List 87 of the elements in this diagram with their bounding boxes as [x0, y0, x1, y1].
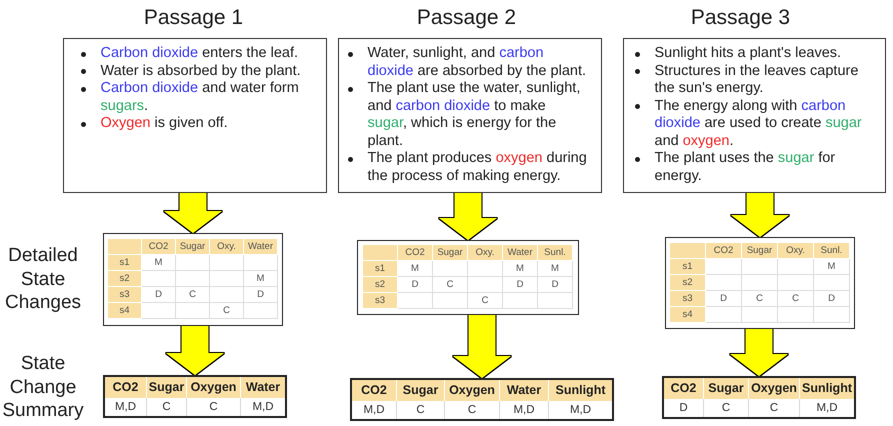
bullet-text: The plant use the water, sunlight, and carbon dioxide to make sugar, which is energy for the plant.: [368, 80, 582, 150]
header-corner-cell: [670, 243, 706, 259]
column-header-cell: CO2: [706, 243, 742, 259]
row-header-cell: s2: [363, 277, 398, 293]
bullet-text: Sunlight hits a plant's leaves.: [654, 45, 842, 62]
column-header-cell: Oxy.: [468, 245, 503, 261]
table-cell: C: [778, 291, 814, 307]
table-cell: D: [503, 277, 538, 293]
table-cell: D: [244, 287, 278, 303]
bullet-text: Oxygen is given off.: [100, 115, 229, 132]
header-corner-cell: [363, 245, 398, 261]
column-header-cell: Water: [500, 380, 549, 401]
table-cell: C: [742, 291, 778, 307]
bullet-text: Carbon dioxide enters the leaf.: [100, 45, 300, 62]
table-cell: M: [142, 255, 176, 271]
column-header-cell: Sunl.: [538, 245, 573, 261]
row-header-cell: s3: [670, 291, 706, 307]
column-header-cell: Sugar: [742, 243, 778, 259]
column-header-cell: Oxygen: [445, 380, 500, 401]
column-header-cell: Water: [503, 245, 538, 261]
row-header-cell: s1: [108, 255, 142, 271]
block-arrow: [453, 315, 511, 378]
column-header-cell: Water: [244, 239, 278, 255]
table-cell: M: [538, 261, 573, 277]
bullet-text: Structures in the leaves capture the sun's energy.: [654, 62, 860, 98]
row-header-cell: s2: [670, 275, 706, 291]
block-arrow: [164, 193, 222, 233]
summary-table: [350, 378, 614, 421]
block-arrow: [439, 193, 497, 240]
row-header-cell: s3: [108, 287, 142, 303]
row-header-cell: s4: [108, 303, 142, 319]
bullet-text: The plant produces oxygen during the process of making energy.: [368, 150, 588, 185]
table-cell: C: [176, 287, 210, 303]
passage-title: Passage 3: [690, 5, 790, 30]
bullet-text: The plant uses the sugar for energy.: [654, 150, 836, 185]
passage-title: Passage 1: [144, 5, 244, 30]
column-header-cell: Oxy.: [210, 239, 244, 255]
summary-table: [662, 376, 856, 419]
bullet-text: Carbon dioxide and water form sugars.: [100, 80, 300, 115]
column-header-cell: CO2: [398, 245, 433, 261]
table-cell: D: [142, 287, 176, 303]
table-cell: M: [244, 271, 278, 287]
column-header-cell: Oxy.: [778, 243, 814, 259]
table-cell: C: [468, 293, 503, 309]
passage-title: Passage 2: [416, 5, 516, 30]
column-header-cell: Sugar: [433, 245, 468, 261]
table-cell: M: [814, 259, 850, 275]
data-table: [103, 233, 283, 326]
row-header-cell: s1: [670, 259, 706, 275]
table-cell: D: [706, 291, 742, 307]
column-header-cell: Sugar: [176, 239, 210, 255]
column-header-cell: Oxygen: [187, 377, 241, 398]
column-header-cell: CO2: [105, 377, 147, 398]
column-header-cell: CO2: [664, 378, 704, 399]
column-header-cell: Sugar: [397, 380, 445, 401]
table-cell: M: [398, 261, 433, 277]
table-cell: D: [398, 277, 433, 293]
column-header-cell: Sugar: [704, 378, 749, 399]
table-cell: C: [433, 277, 468, 293]
bullet-text: Water is absorbed by the plant.: [100, 62, 302, 80]
data-table: [665, 237, 855, 329]
column-header-cell: CO2: [352, 380, 397, 401]
header-corner-cell: [108, 239, 142, 255]
block-arrow: [731, 193, 789, 237]
table-cell: M: [503, 261, 538, 277]
table-cell: D: [814, 291, 850, 307]
row-label: Detailed State Changes: [4, 244, 82, 314]
row-header-cell: s4: [670, 307, 706, 323]
table-cell: D: [538, 277, 573, 293]
column-header-cell: Sunl.: [814, 243, 850, 259]
column-header-cell: Sunlight: [800, 378, 854, 399]
column-header-cell: Water: [241, 377, 285, 398]
column-header-cell: CO2: [142, 239, 176, 255]
column-header-cell: Oxygen: [749, 378, 800, 399]
block-arrow: [166, 326, 224, 375]
bullet-text: The energy along with carbon dioxide are used to create sugar and oxygen.: [654, 98, 863, 150]
table-cell: C: [210, 303, 244, 319]
data-table: [357, 240, 579, 315]
row-header-cell: s2: [108, 271, 142, 287]
row-label: State Change Summary: [1, 352, 85, 422]
column-header-cell: Sunlight: [549, 380, 612, 401]
row-header-cell: s3: [363, 293, 398, 309]
block-arrow: [730, 329, 788, 376]
bullet-text: Water, sunlight, and carbon dioxide are absorbed by the plant.: [368, 45, 588, 80]
column-header-cell: Sugar: [147, 377, 187, 398]
summary-table: [103, 375, 287, 418]
row-header-cell: s1: [363, 261, 398, 277]
